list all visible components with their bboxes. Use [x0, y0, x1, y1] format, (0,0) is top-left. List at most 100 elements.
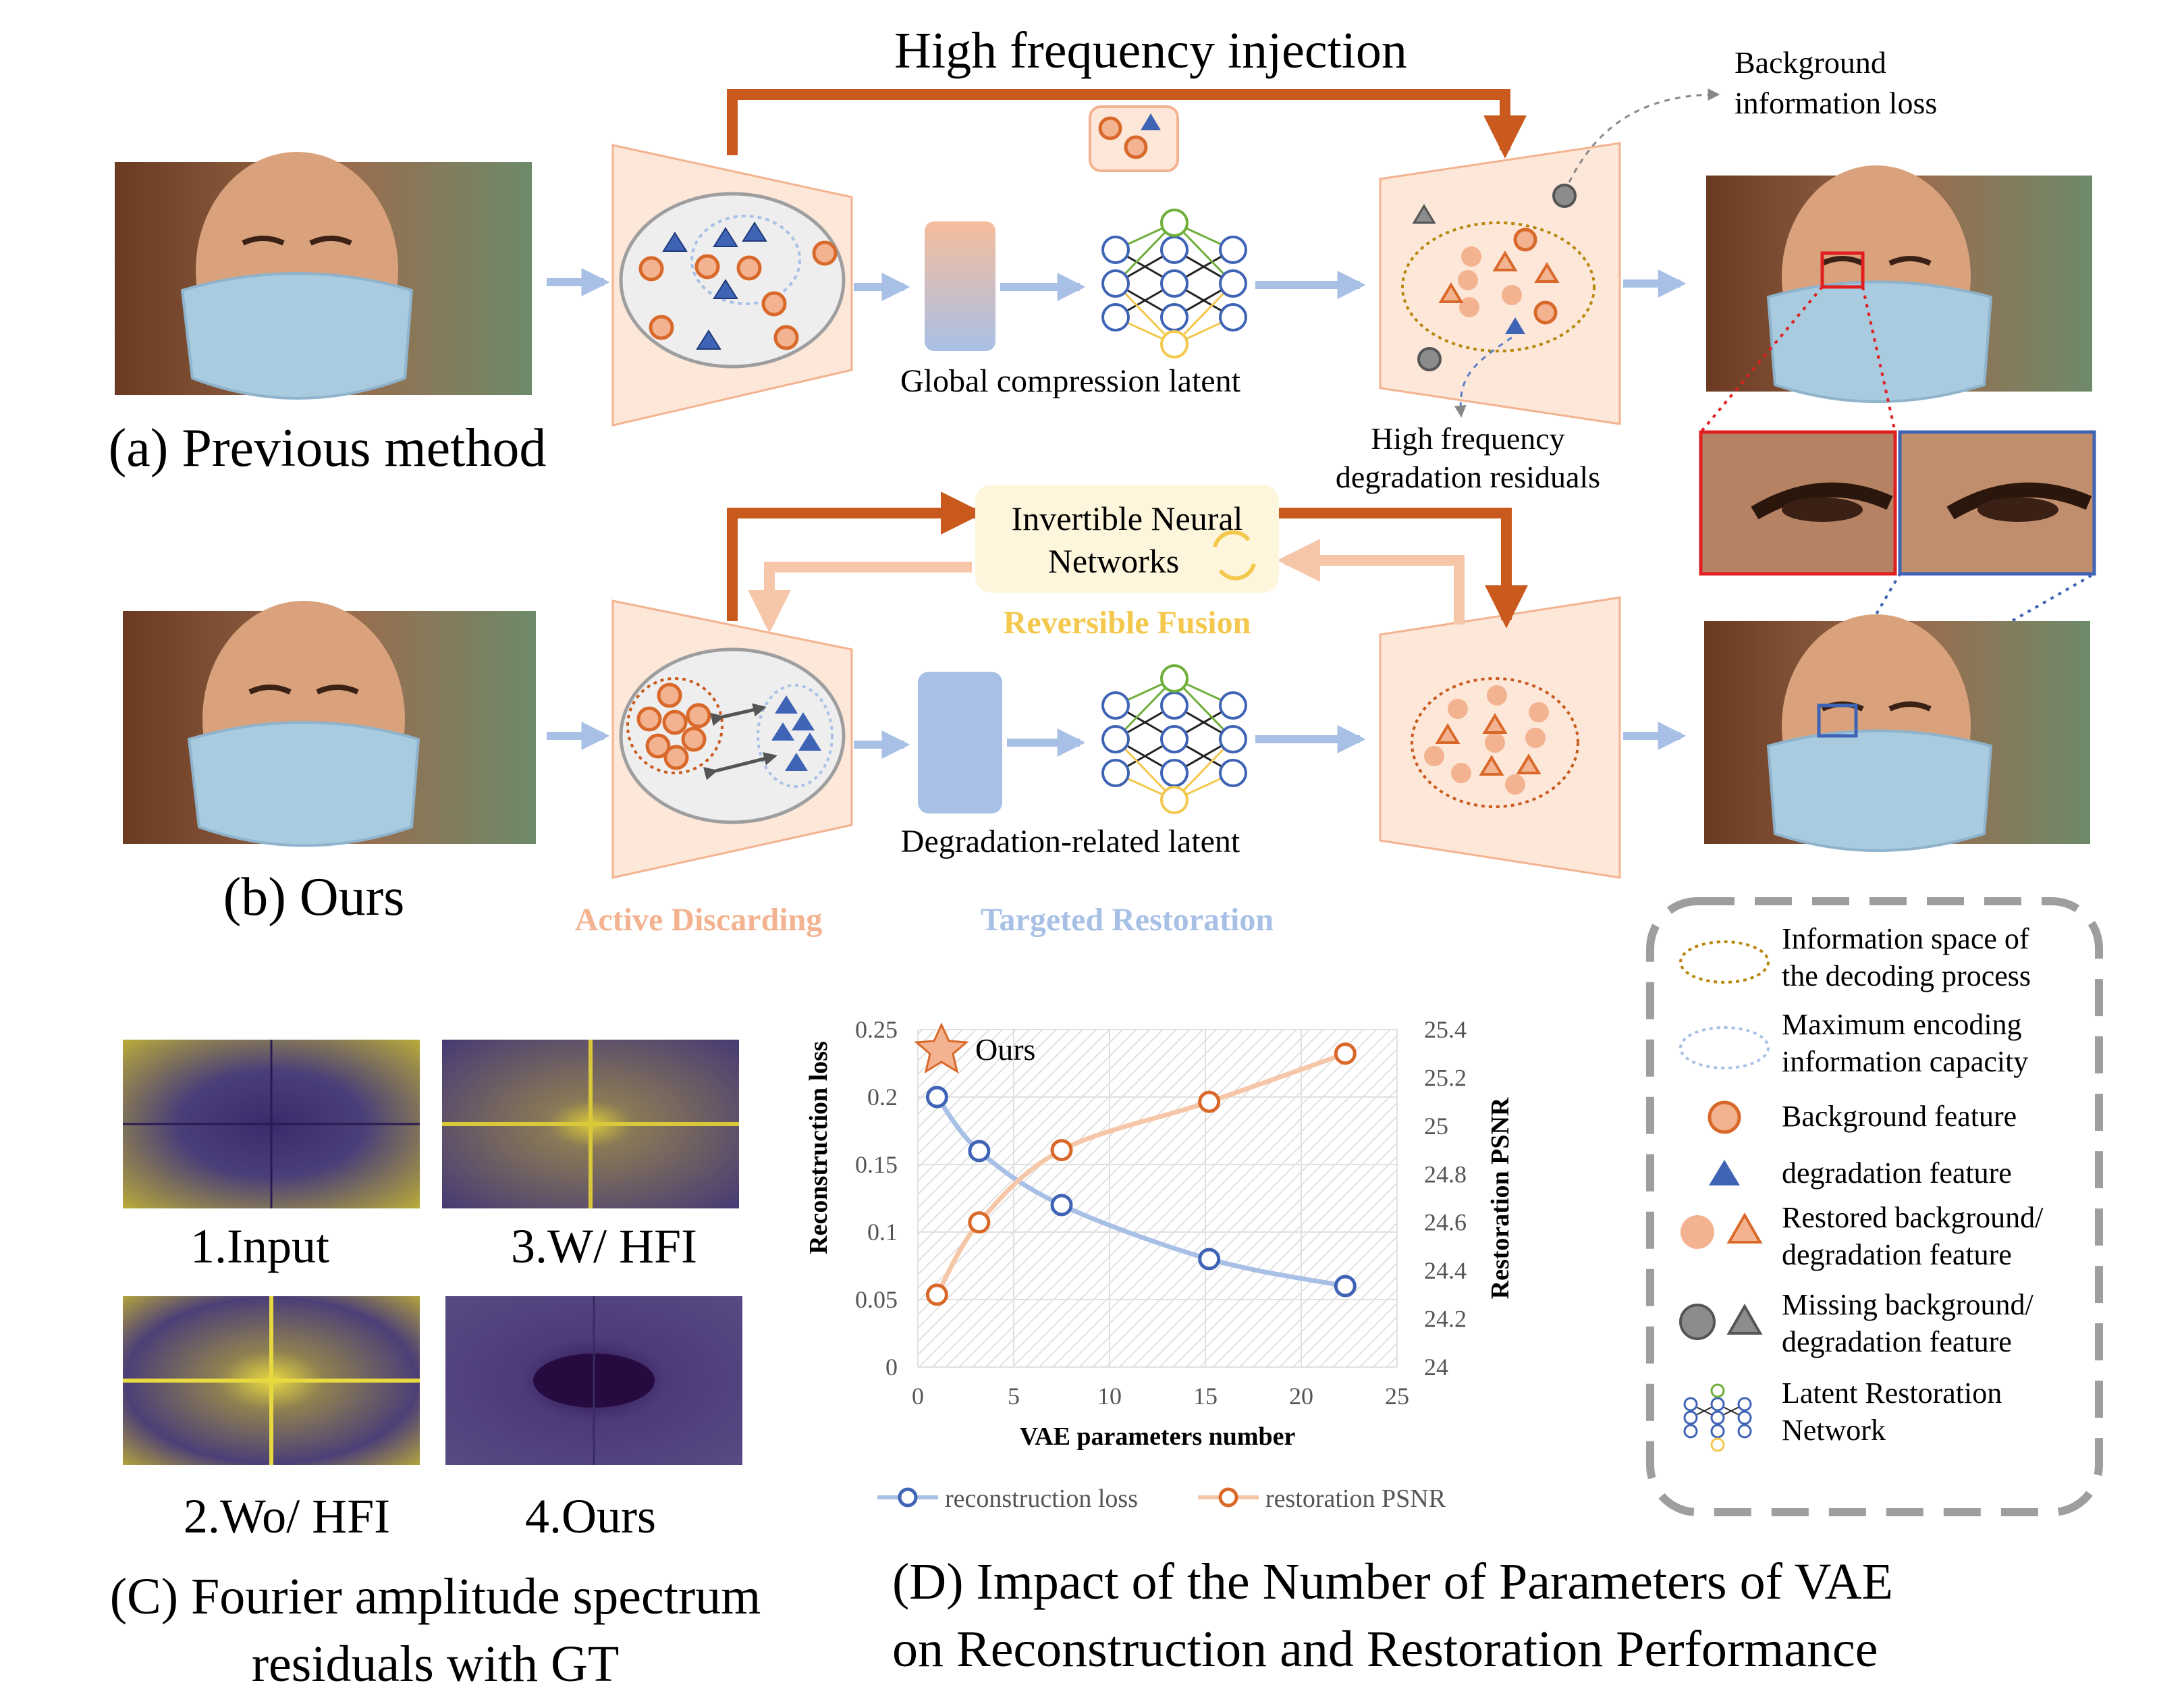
x-tick-label: 5 — [1008, 1383, 1020, 1410]
inn-box — [975, 485, 1279, 593]
spectrum-label-2: 2.Wo/ HFI — [184, 1489, 390, 1543]
y-right-tick-label: 25.4 — [1424, 1016, 1467, 1043]
legend: Information space of the decoding proces… — [1646, 897, 2103, 1516]
hfi-feature-box — [1089, 105, 1179, 172]
y-right-tick-label: 24.8 — [1424, 1160, 1467, 1187]
series-line-psnr — [935, 1051, 1346, 1296]
legend-missing-triangle-icon — [1726, 1303, 1763, 1335]
chart-ylabel-left: Reconstruction loss — [804, 1041, 833, 1254]
data-point-recon — [1334, 1275, 1357, 1298]
inn-label-line1: Invertible Neural — [1012, 500, 1243, 537]
legend-label-psnr: restoration PSNR — [1265, 1485, 1446, 1513]
legend-network-icon — [1683, 1383, 1752, 1452]
legend-marker-recon — [898, 1487, 918, 1507]
arrow-encoder-inn — [727, 491, 984, 621]
arrow-decoder-inn — [1277, 539, 1465, 624]
legend-item-1-line2: the decoding process — [1782, 959, 2031, 992]
x-tick-label: 15 — [1193, 1383, 1218, 1410]
y-left-tick-label: 0.15 — [855, 1151, 898, 1178]
star-icon — [914, 1022, 969, 1074]
legend-marker-psnr — [1218, 1487, 1238, 1507]
y-left-tick-label: 0.25 — [855, 1016, 898, 1043]
x-tick-label: 10 — [1097, 1383, 1122, 1410]
photo-output-top — [1706, 165, 2092, 403]
photo-output-bottom — [1704, 614, 2090, 852]
data-point-recon — [968, 1140, 991, 1163]
data-point-psnr — [1050, 1139, 1073, 1162]
bg-loss-line2: information loss — [1735, 86, 1937, 120]
hfi-title: High frequency injection — [894, 22, 1407, 79]
legend-encoding-capacity-icon — [1679, 1026, 1770, 1069]
zoom-crop-ours — [1898, 430, 2096, 576]
y-left-tick-label: 0.05 — [855, 1286, 898, 1313]
chart-points — [925, 1042, 1357, 1306]
latent-restoration-network-bottom — [1101, 664, 1247, 814]
legend-item-3: Background feature — [1782, 1100, 2017, 1133]
series-line-recon — [935, 1095, 1346, 1289]
encoder-bottom — [611, 599, 853, 879]
latent-restoration-network-top — [1101, 209, 1247, 358]
bg-loss-pointer — [1568, 88, 1720, 183]
legend-item-4: degradation feature — [1782, 1156, 2012, 1190]
data-point-recon — [925, 1086, 948, 1109]
latent-block-top — [925, 221, 995, 351]
inn-label-line2: Networks — [1048, 542, 1179, 580]
y-right-tick-label: 25 — [1424, 1113, 1448, 1140]
chart-legend: reconstruction loss restoration PSNR — [877, 1485, 1446, 1513]
chart-grid — [917, 1029, 1398, 1368]
legend-item-2-line1: Maximum encoding — [1782, 1008, 2022, 1041]
y-right-tick-label: 25.2 — [1424, 1064, 1467, 1091]
legend-item-7-line1: Latent Restoration — [1782, 1377, 2002, 1410]
legend-background-icon — [1708, 1100, 1741, 1134]
legend-restored-triangle-icon — [1726, 1212, 1763, 1244]
legend-label-recon: reconstruction loss — [945, 1485, 1138, 1513]
y-right-tick-label: 24.2 — [1424, 1306, 1467, 1333]
latent-block-bottom — [918, 672, 1002, 813]
zoom-crop-previous — [1699, 430, 1897, 576]
spectrum-w-hfi — [442, 1040, 739, 1208]
latent-label-bottom: Degradation-related latent — [901, 824, 1240, 859]
caption-a: (a) Previous method — [109, 419, 547, 478]
spectrum-ours — [445, 1296, 742, 1465]
hfi-arrow — [727, 89, 1527, 159]
legend-item-2-line2: information capacity — [1782, 1045, 2028, 1078]
latent-label-top: Global compression latent — [900, 363, 1241, 399]
encoder-top — [611, 144, 853, 427]
ours-annotation-label: Ours — [975, 1032, 1035, 1067]
legend-item-6-line1: Missing background/ — [1782, 1288, 2034, 1321]
caption-d-line1: (D) Impact of the Number of Parameters o… — [892, 1553, 1893, 1610]
data-point-psnr — [925, 1283, 948, 1306]
spectrum-label-4: 4.Ours — [525, 1489, 656, 1543]
arrow-inn-decoder — [1276, 508, 1528, 629]
y-left-tick-label: 0.1 — [867, 1219, 898, 1246]
chart-ylabel-right: Restoration PSNR — [1486, 1097, 1514, 1299]
targeted-restoration-label: Targeted Restoration — [981, 902, 1274, 938]
caption-c-line1: (C) Fourier amplitude spectrum — [110, 1568, 761, 1625]
data-point-psnr — [1334, 1042, 1357, 1065]
x-tick-label: 20 — [1289, 1383, 1313, 1410]
chart-xlabel: VAE parameters number — [1020, 1422, 1296, 1451]
spectrum-label-1: 1.Input — [190, 1219, 329, 1273]
data-point-psnr — [968, 1211, 991, 1234]
data-point-recon — [1050, 1194, 1073, 1217]
x-tick-label: 25 — [1385, 1383, 1409, 1410]
arrow-inn-encoder — [748, 562, 972, 633]
legend-item-5-line2: degradation feature — [1782, 1238, 2012, 1271]
x-tick-label: 0 — [912, 1383, 924, 1410]
data-point-recon — [1198, 1248, 1221, 1271]
caption-d-line2: on Reconstruction and Restoration Perfor… — [892, 1621, 1878, 1678]
spectrum-label-3: 3.W/ HFI — [511, 1219, 697, 1273]
legend-item-6-line2: degradation feature — [1782, 1325, 2012, 1358]
caption-c-line2: residuals with GT — [252, 1636, 620, 1692]
decoder-bottom — [1379, 596, 1621, 879]
photo-input-bottom — [123, 601, 536, 847]
data-point-psnr — [1198, 1090, 1221, 1113]
y-right-tick-label: 24.4 — [1424, 1257, 1467, 1284]
hf-residual-pointer — [1454, 336, 1512, 418]
decoder-top — [1379, 142, 1621, 425]
reversible-fusion-label: Reversible Fusion — [1004, 605, 1251, 641]
photo-input-top — [115, 152, 532, 400]
